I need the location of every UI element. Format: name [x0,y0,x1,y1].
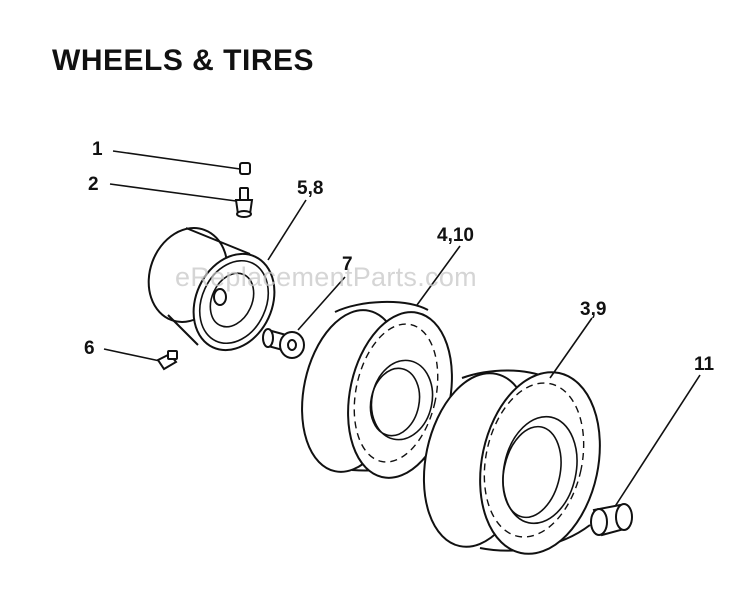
part-2-valve-stem [109,183,254,218]
part-5-8-wheel-rim [147,199,307,352]
callout-11: 11 [694,354,715,375]
callout-4-10: 4,10 [437,225,474,246]
part-4-10-front-tire [301,245,461,479]
part-11-bushing [590,374,701,537]
callout-3-9: 3,9 [580,299,606,320]
part-1-valve-cap [112,150,251,175]
callout-5-8: 5,8 [297,178,323,199]
watermark-text: eReplacementParts.com [175,262,477,292]
callout-6: 6 [84,338,95,359]
part-3-9-rear-tire [422,317,601,555]
callout-7: 7 [342,254,353,275]
callout-1: 1 [92,139,103,160]
part-7-spacer [262,276,346,359]
callout-2: 2 [88,174,99,195]
page-title: WHEELS & TIRES [52,44,315,77]
part-6-bolt [103,348,178,371]
